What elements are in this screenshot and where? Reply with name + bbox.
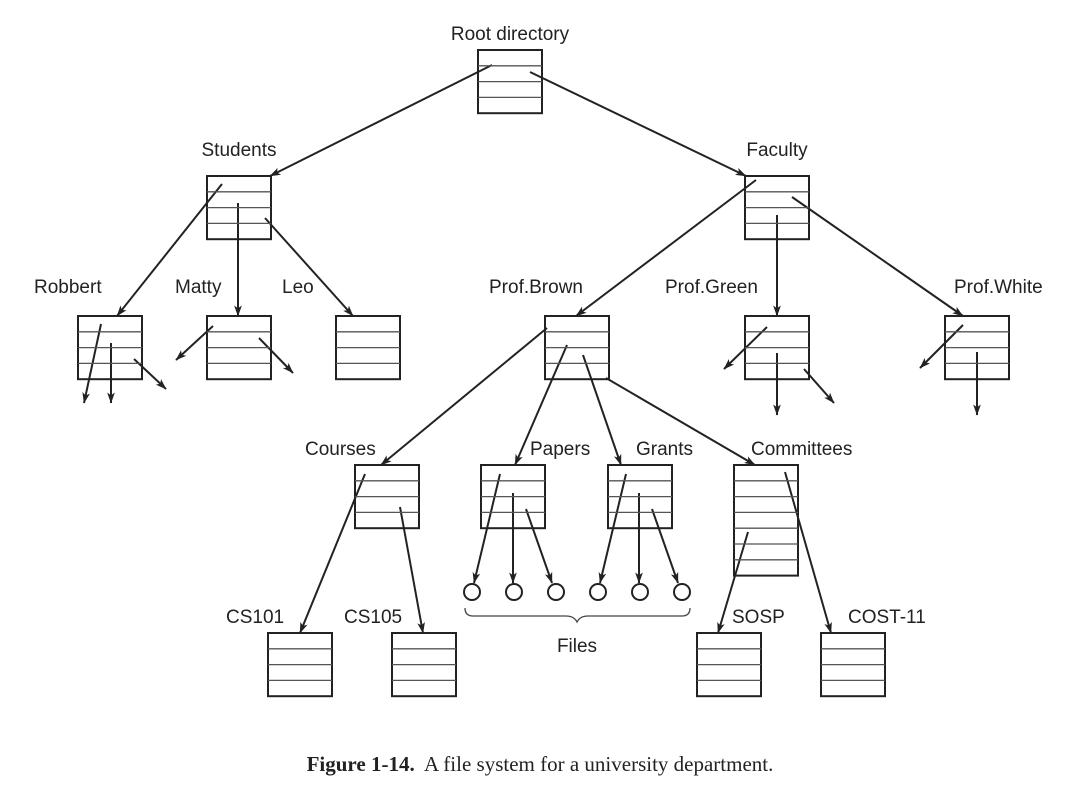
edge-profbrown-to-courses <box>380 327 548 466</box>
directory-node-courses <box>354 464 420 530</box>
edge-faculty-to-profwhite <box>791 196 964 317</box>
directory-node-cs105 <box>391 632 457 698</box>
directory-label-grants: Grants <box>636 439 693 460</box>
edge-faculty-to-profbrown <box>575 179 757 317</box>
directory-node-robbert <box>77 315 143 381</box>
directory-node-leo <box>335 315 401 381</box>
directory-node-papers <box>480 464 546 530</box>
directory-node-profwhite <box>944 315 1010 381</box>
directory-node-profgreen <box>744 315 810 381</box>
directory-label-matty: Matty <box>175 277 222 298</box>
edge-profbrown-to-grants <box>582 354 622 466</box>
edge-students-to-robbert <box>116 183 223 317</box>
edge-root-to-faculty <box>529 71 747 177</box>
edge-grants-to-file6 <box>651 508 679 584</box>
directory-label-cost11: COST-11 <box>848 607 926 628</box>
directory-box <box>733 464 799 577</box>
directory-label-profgreen: Prof.Green <box>665 277 758 298</box>
directory-node-committees <box>733 464 799 577</box>
directory-node-students <box>206 175 272 241</box>
directory-label-students: Students <box>202 140 277 161</box>
directory-label-root: Root directory <box>451 24 570 45</box>
directory-label-courses: Courses <box>305 439 376 460</box>
files-label: Files <box>557 636 597 657</box>
directory-label-profwhite: Prof.White <box>954 277 1043 298</box>
directory-label-leo: Leo <box>282 277 314 298</box>
file-circle-file4 <box>589 583 607 601</box>
directory-node-faculty <box>744 175 810 241</box>
directory-label-cs105: CS105 <box>344 607 402 628</box>
file-circle-file3 <box>547 583 565 601</box>
figure-number: Figure 1-14. <box>306 752 415 776</box>
directory-label-cs101: CS101 <box>226 607 284 628</box>
file-circle-file1 <box>463 583 481 601</box>
directory-label-sosp: SOSP <box>732 607 785 628</box>
directory-label-committees: Committees <box>751 439 852 460</box>
directory-label-robbert: Robbert <box>34 277 102 298</box>
edge-profbrown-to-papers <box>514 344 568 466</box>
directory-node-grants <box>607 464 673 530</box>
edge-students-to-leo <box>264 217 354 317</box>
directory-node-sosp <box>696 632 762 698</box>
directory-node-root <box>477 49 543 115</box>
directory-node-cost11 <box>820 632 886 698</box>
directory-label-profbrown: Prof.Brown <box>489 277 583 298</box>
files-brace <box>464 607 691 624</box>
file-circle-file2 <box>505 583 523 601</box>
directory-label-faculty: Faculty <box>746 140 808 161</box>
directory-node-profbrown <box>544 315 610 381</box>
figure-caption: Figure 1-14. A file system for a univers… <box>0 752 1080 777</box>
directory-label-papers: Papers <box>530 439 590 460</box>
edge-profbrown-to-committees <box>605 377 756 466</box>
file-circle-file6 <box>673 583 691 601</box>
edge-root-to-students <box>269 64 493 177</box>
file-circle-file5 <box>631 583 649 601</box>
edge-stub-matty <box>258 337 294 374</box>
directory-node-matty <box>206 315 272 381</box>
edge-papers-to-file3 <box>525 508 553 584</box>
figure-caption-text: A file system for a university departmen… <box>424 752 774 776</box>
edge-committees-to-cost11 <box>784 471 832 634</box>
edge-committees-to-sosp <box>717 531 749 634</box>
directory-node-cs101 <box>267 632 333 698</box>
